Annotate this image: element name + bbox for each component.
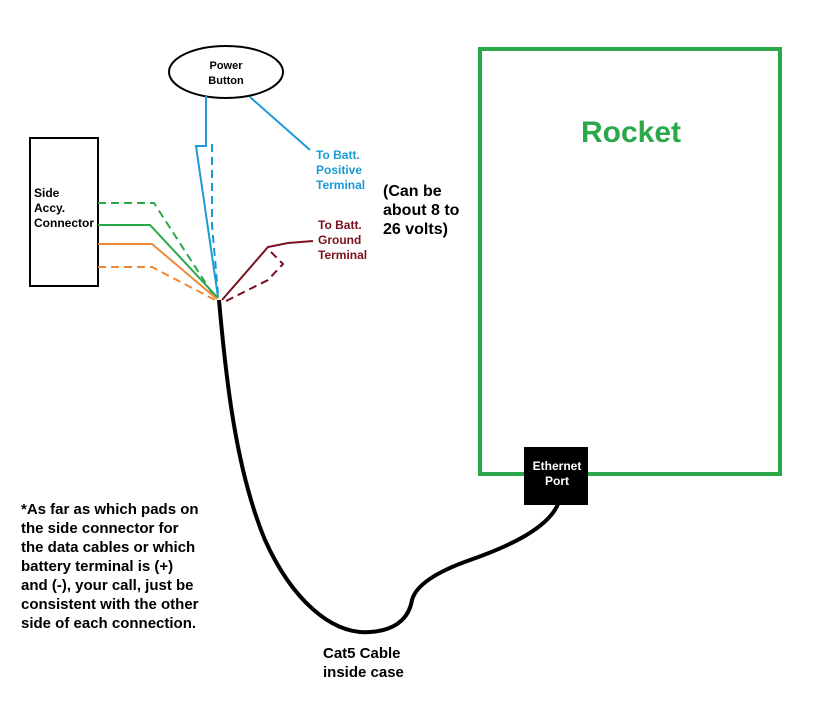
ethernet-port-box	[524, 447, 588, 505]
power-button-label: Power Button	[169, 59, 283, 89]
wiring-note-line: side of each connection.	[21, 615, 197, 632]
batt-ground-label-line2: Ground	[318, 233, 362, 247]
batt-positive-wire	[249, 96, 311, 151]
wiring-note: *As far as which pads on the side connec…	[21, 500, 199, 633]
side-connector-label-line1: Side	[34, 186, 60, 200]
power-button-wire-dashed	[211, 144, 219, 294]
voltage-note-line2: about 8 to	[383, 202, 460, 219]
wiring-note-line: the side connector for	[21, 520, 179, 537]
power-button-shape	[168, 45, 284, 99]
batt-positive-label: To Batt. Positive Terminal	[316, 148, 365, 193]
batt-ground-label-line1: To Batt.	[318, 218, 362, 232]
power-button-wire-solid	[194, 96, 219, 298]
batt-ground-label-line3: Terminal	[318, 248, 368, 262]
cat5-cable-label: Cat5 Cable inside case	[323, 644, 404, 682]
side-connector-label-line3: Connector	[34, 216, 94, 230]
green-wire-solid	[98, 224, 219, 299]
power-button-label-line2: Button	[208, 75, 244, 87]
side-connector-label-line2: Accy.	[34, 201, 66, 215]
cat5-cable	[217, 299, 560, 635]
wiring-note-line: the data cables or which	[21, 539, 196, 556]
voltage-note-line3: 26 volts)	[383, 221, 448, 238]
batt-ground-label: To Batt. Ground Terminal	[318, 218, 367, 263]
side-connector-box	[29, 137, 99, 287]
ethernet-port-label-line2: Port	[545, 474, 569, 488]
rocket-box	[478, 47, 782, 476]
batt-positive-label-line2: Positive	[316, 163, 363, 177]
orange-wire-solid	[98, 243, 218, 300]
cat5-cable-label-line2: inside case	[323, 664, 404, 681]
batt-positive-label-line1: To Batt.	[316, 148, 360, 162]
voltage-note: (Can be about 8 to 26 volts)	[383, 182, 459, 239]
wiring-note-line: consistent with the other	[21, 596, 199, 613]
ground-wire-dashed	[225, 251, 285, 302]
side-connector-label: Side Accy. Connector	[34, 186, 94, 231]
rocket-title: Rocket	[581, 116, 682, 149]
voltage-note-line1: (Can be	[383, 183, 442, 200]
batt-positive-label-line3: Terminal	[316, 178, 366, 192]
ethernet-port-label-line1: Ethernet	[532, 459, 582, 473]
power-button-label-line1: Power	[209, 60, 243, 72]
ethernet-port-label: Ethernet Port	[526, 459, 588, 489]
wiring-note-line: *As far as which pads on	[21, 501, 199, 518]
ground-wire-solid	[221, 240, 314, 301]
orange-wire-dashed	[98, 266, 218, 302]
green-wire-dashed	[98, 202, 215, 297]
wiring-note-line: and (-), your call, just be	[21, 577, 194, 594]
cat5-cable-label-line1: Cat5 Cable	[323, 645, 401, 662]
wiring-note-line: battery terminal is (+)	[21, 558, 174, 575]
